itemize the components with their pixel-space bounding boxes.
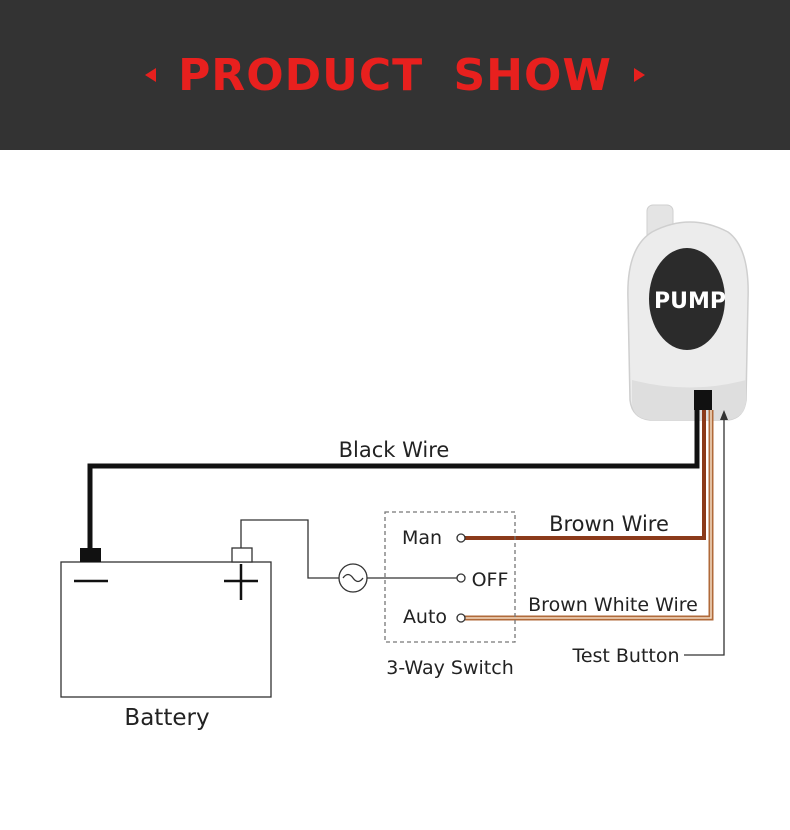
positive-lead — [240, 519, 340, 579]
switch-terminal-off — [456, 573, 466, 583]
pump-label: PUMP — [654, 289, 726, 314]
test-button-wire — [684, 414, 725, 656]
brown-white-wire-inner — [461, 410, 712, 619]
switch-terminal-auto — [456, 613, 466, 623]
battery: Battery — [60, 547, 272, 731]
header-title-row: PRODUCT SHOW — [0, 0, 790, 150]
brown-wire-label: Brown Wire — [549, 512, 669, 536]
black-wire-label: Black Wire — [339, 438, 450, 462]
switch-terminal-man — [456, 533, 466, 543]
triangle-left-icon — [145, 68, 157, 82]
switch-position-man: Man — [402, 527, 442, 549]
switch-position-auto: Auto — [403, 606, 447, 628]
fuse-icon — [342, 573, 364, 583]
pump-badge — [649, 248, 725, 350]
header-bar: PRODUCT SHOW — [0, 0, 790, 150]
switch-caption: 3-Way Switch — [386, 657, 514, 679]
wiring-diagram: PUMP Black Wire Brown Wire Brown White W… — [60, 204, 749, 731]
pump-base-shade — [632, 380, 746, 420]
brown-white-wire-label: Brown White Wire — [528, 594, 698, 616]
test-button-arrow-icon — [720, 410, 728, 420]
triangle-right-icon — [633, 68, 645, 82]
battery-body — [60, 561, 272, 698]
battery-positive-terminal — [231, 547, 253, 563]
three-way-switch: Man OFF Auto 3-Way Switch — [384, 511, 516, 679]
pump: PUMP — [627, 204, 749, 421]
pump-connector — [694, 390, 712, 410]
test-button-label: Test Button — [571, 645, 679, 667]
page-title: PRODUCT SHOW — [178, 49, 612, 101]
brown-wire — [461, 410, 706, 540]
battery-label: Battery — [124, 705, 209, 731]
battery-negative-terminal — [80, 548, 101, 562]
black-wire — [87, 410, 700, 548]
switch-box — [384, 511, 516, 643]
switch-position-off: OFF — [472, 569, 509, 591]
